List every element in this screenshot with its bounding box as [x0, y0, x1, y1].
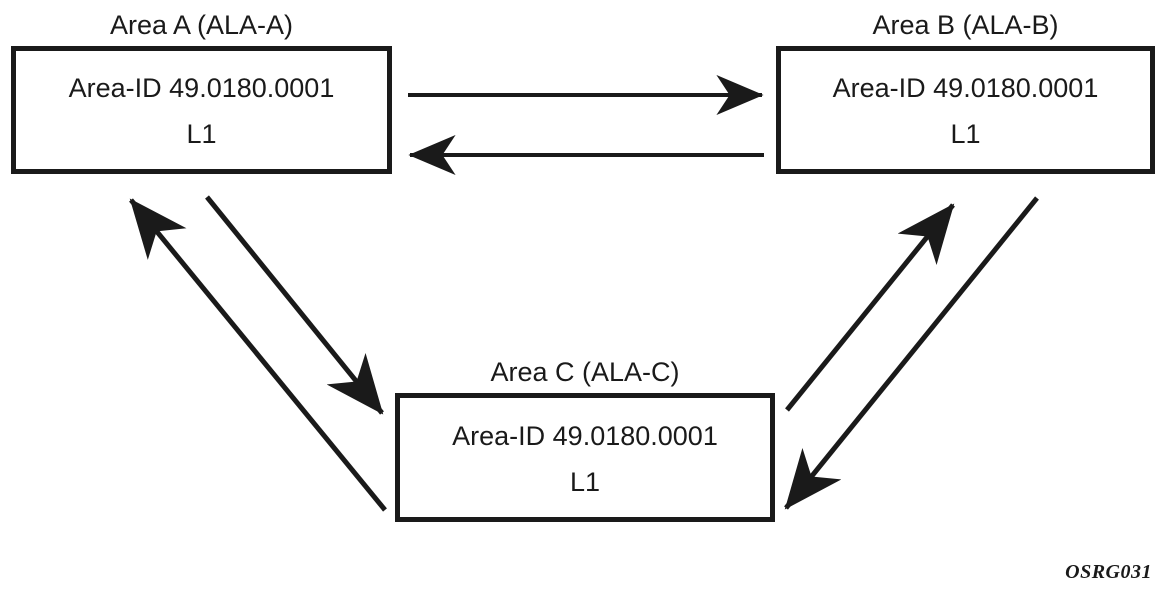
area-a-level: L1 — [186, 119, 217, 149]
arrow-area-c-to-area-a — [129, 198, 387, 512]
area-node-a: Area A (ALA-A) Area-ID 49.0180.0001 L1 — [11, 8, 392, 174]
area-c-title: Area C (ALA-C) — [490, 357, 680, 387]
area-a-title: Area A (ALA-A) — [109, 10, 294, 40]
figure-caption: OSRG031 — [1065, 561, 1152, 583]
area-b-area-id: Area-ID 49.0180.0001 — [832, 73, 1099, 103]
area-b-level: L1 — [950, 119, 981, 149]
area-b-box: Area-ID 49.0180.0001 L1 — [776, 46, 1155, 174]
arrow-area-c-to-area-b — [785, 203, 955, 412]
area-node-b: Area B (ALA-B) Area-ID 49.0180.0001 L1 — [776, 8, 1155, 174]
area-c-area-id: Area-ID 49.0180.0001 — [452, 420, 718, 451]
area-a-area-id: Area-ID 49.0180.0001 — [68, 73, 335, 103]
area-c-box: Area-ID 49.0180.0001 L1 — [395, 393, 775, 522]
area-b-title: Area B (ALA-B) — [872, 10, 1059, 40]
arrow-area-b-to-area-c — [784, 196, 1039, 510]
area-node-c: Area C (ALA-C) Area-ID 49.0180.0001 L1 — [395, 355, 775, 522]
area-c-level: L1 — [569, 466, 601, 497]
area-a-box: Area-ID 49.0180.0001 L1 — [11, 46, 392, 174]
arrow-area-a-to-area-c — [205, 195, 384, 415]
